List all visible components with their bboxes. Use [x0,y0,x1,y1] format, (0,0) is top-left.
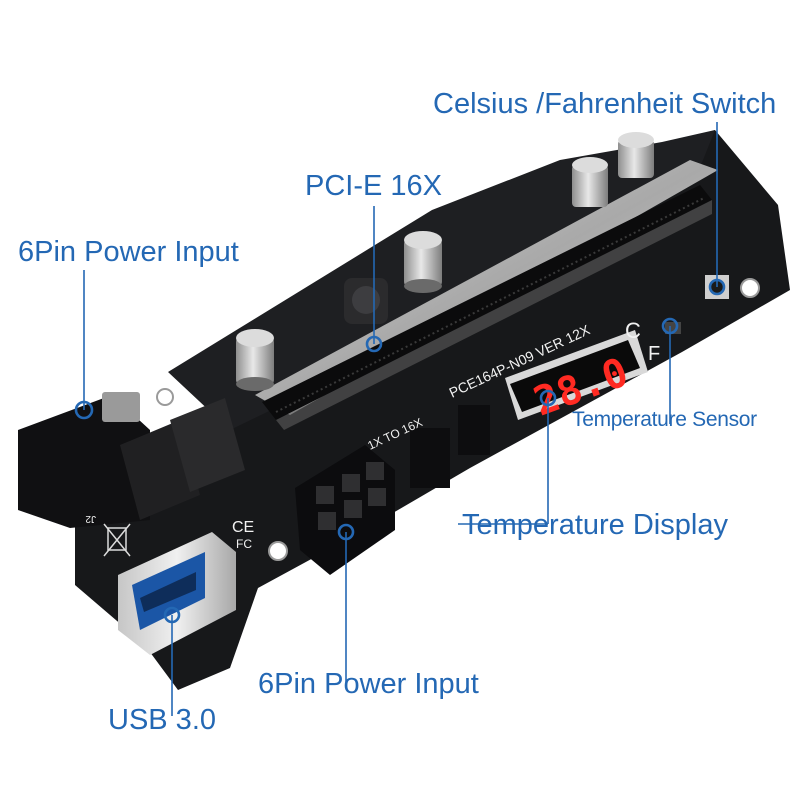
j2-label: J2 [85,513,96,524]
left-power-connector [18,392,245,528]
callout-temperature-display: Temperature Display [462,509,728,541]
ce-mark: CE [232,519,254,536]
callout-leaders [83,122,718,716]
led-unit-c: C [625,318,641,343]
callout-power-input-bottom: 6Pin Power Input [258,668,479,700]
callout-usb: USB 3.0 [108,704,216,736]
callout-pcie-slot: PCI-E 16X [305,170,442,202]
capacitor-3 [572,157,608,207]
mount-hole-2 [156,388,174,406]
callout-celsius-switch: Celsius /Fahrenheit Switch [433,88,777,120]
led-unit-f: F [648,343,660,365]
dot-icon [539,389,557,407]
usb-port [118,532,236,655]
bottom-6pin-connector [295,445,395,575]
capacitor-4 [618,132,654,178]
callout-temperature-sensor: Temperature Sensor [572,408,757,431]
ic-chip-2 [458,405,490,455]
pcie-slot [262,185,712,420]
weee-icon [103,523,131,557]
dot-icon [163,606,181,624]
capacitor-1 [236,329,274,391]
inductor [344,278,388,324]
pcb-board [75,130,790,690]
ic-chip-1 [410,428,450,488]
dot-icon [708,278,726,296]
callout-power-input-top: 6Pin Power Input [18,236,239,268]
dot-icon [337,523,355,541]
dot-icon [661,317,679,335]
callout-markers [74,278,726,624]
dot-icon [365,335,383,353]
fc-mark: FC [236,537,252,551]
pcie-lower-shadow [276,200,712,430]
mount-hole-1 [740,278,760,298]
mount-hole-3 [268,541,288,561]
capacitor-2 [404,231,442,293]
dot-icon [74,400,94,420]
